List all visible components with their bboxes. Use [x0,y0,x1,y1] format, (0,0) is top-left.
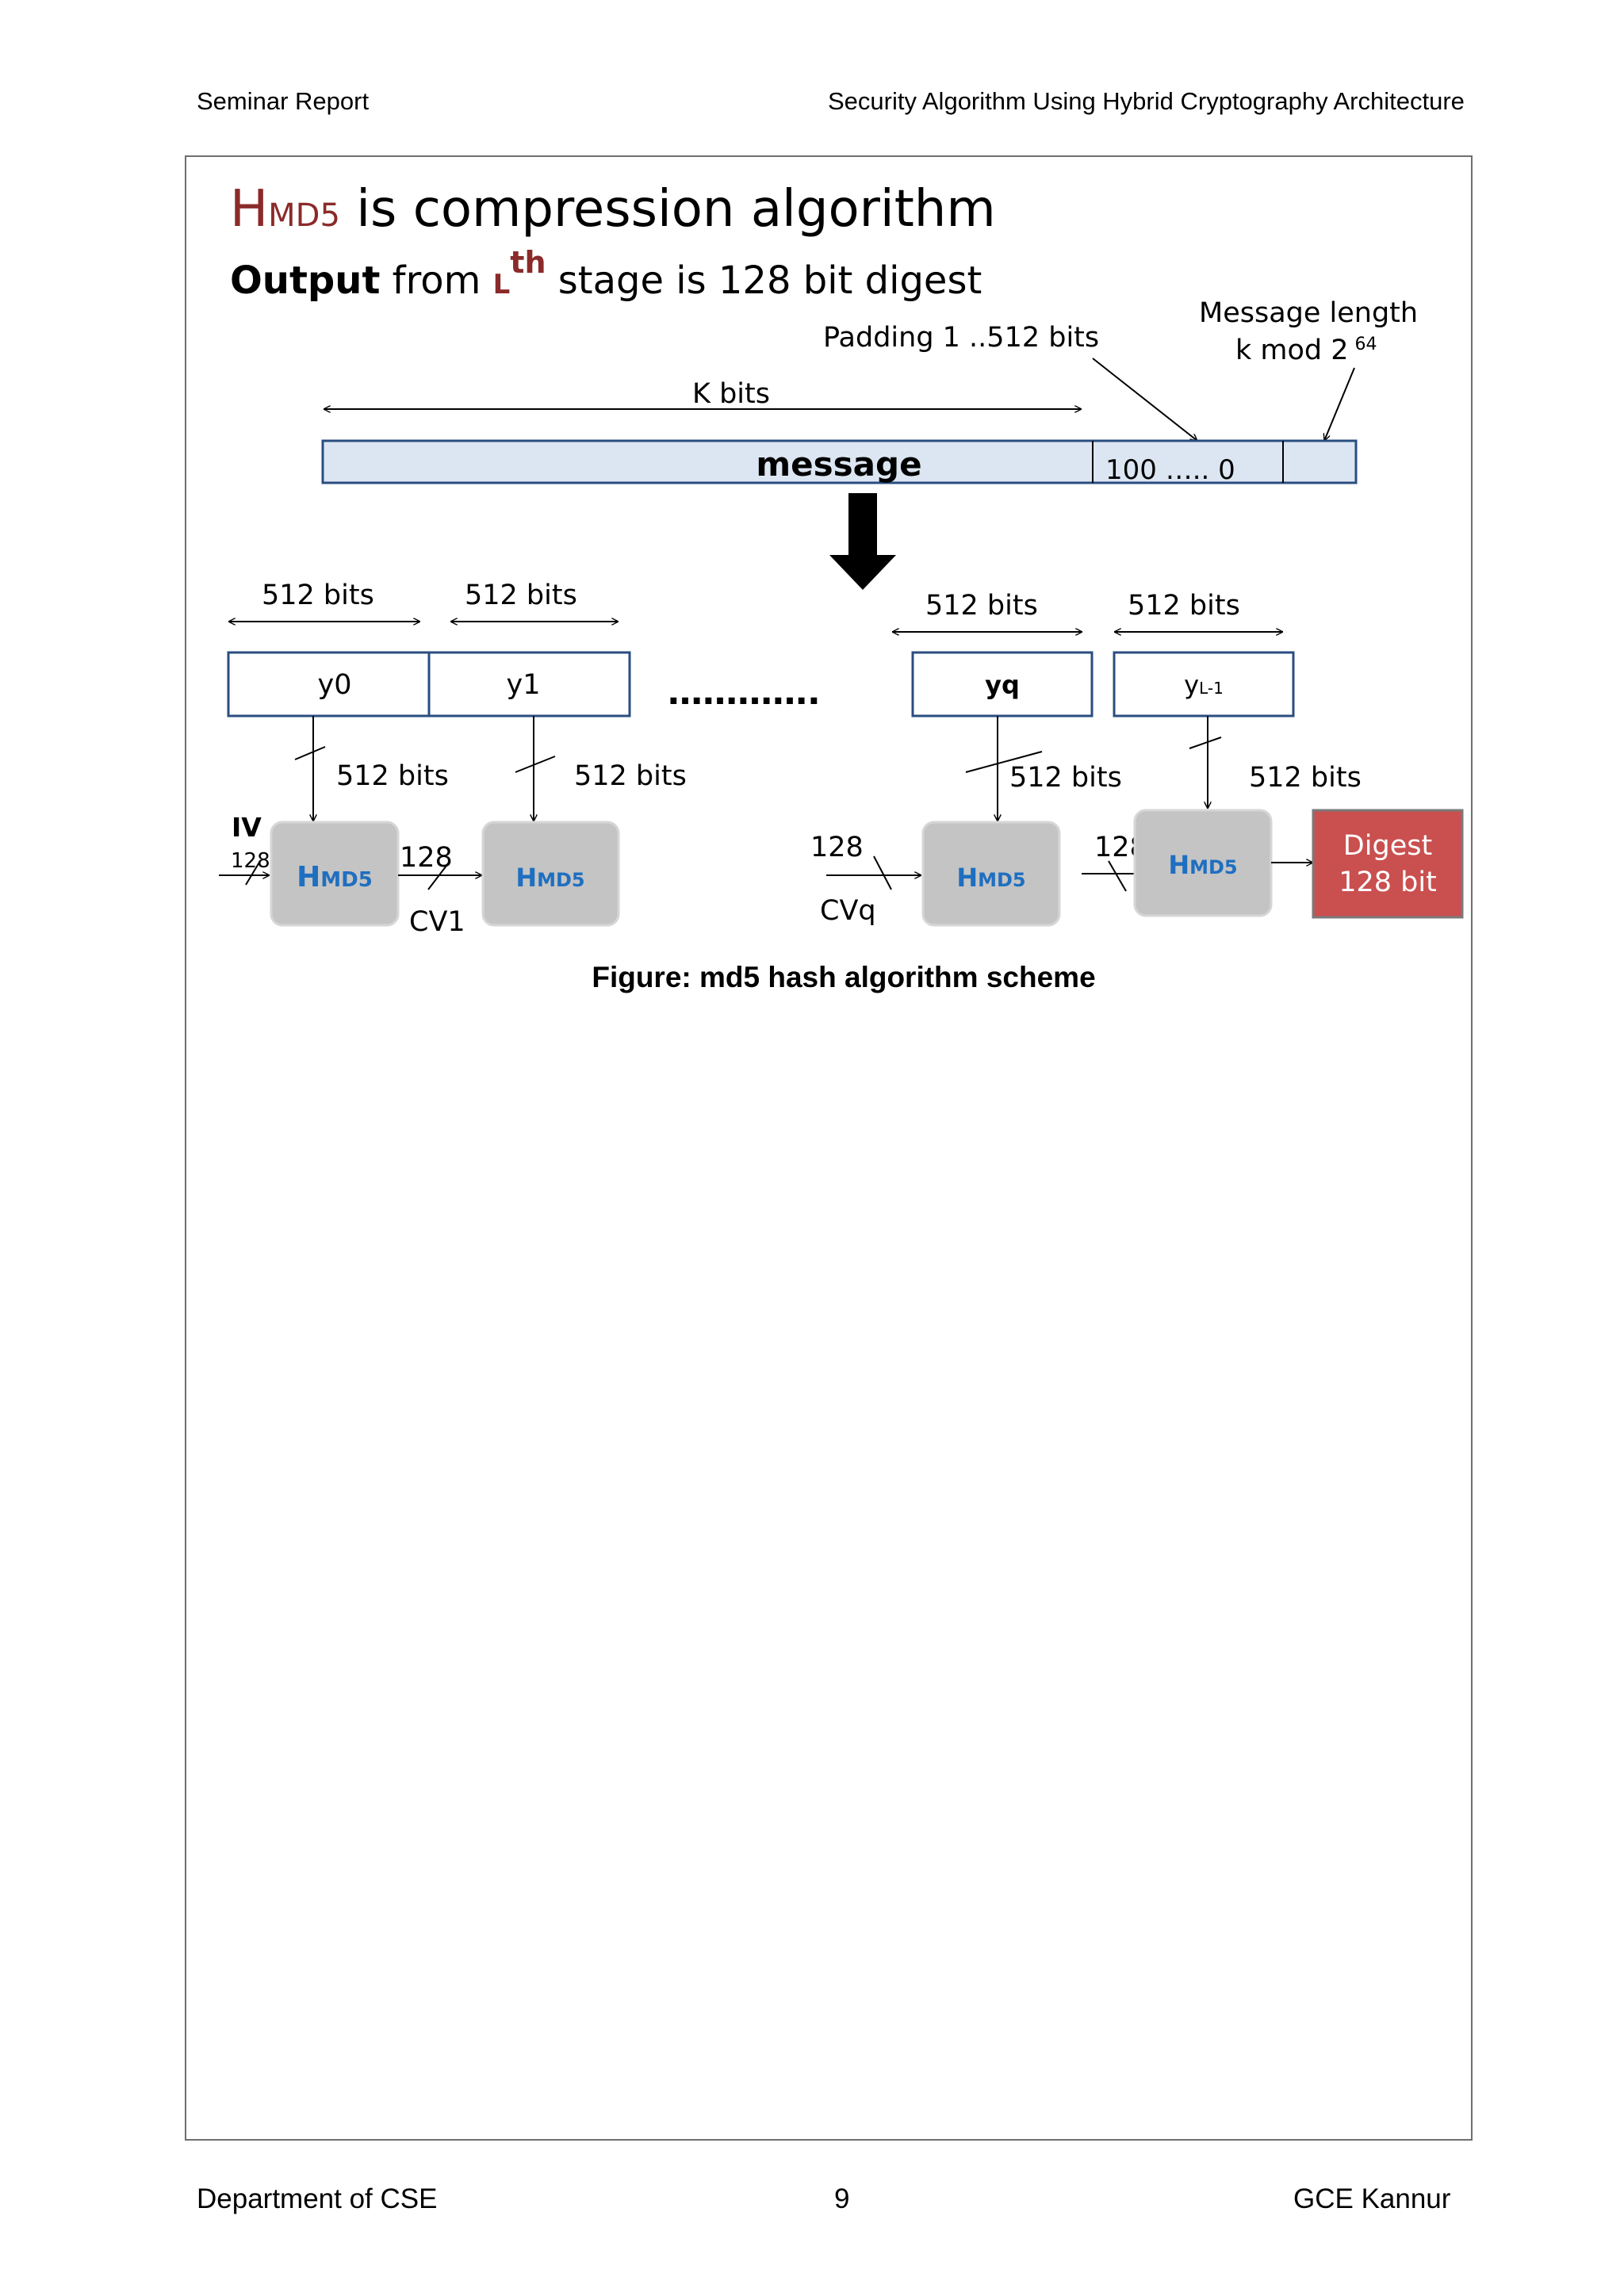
footer-page-number: 9 [834,2183,850,2214]
bits-label-y0: 512 bits [262,580,374,611]
bits-label-h4: 512 bits [1249,762,1362,794]
h3-h4-slash [1108,860,1127,892]
block-yq [911,651,1094,718]
h-box-3-label: HMD5 [956,863,1025,893]
digest-line-2: 128 bit [1339,867,1437,898]
bits-label-h2: 512 bits [574,760,687,792]
block-y1-label: y1 [507,669,541,701]
cv1-label: CV1 [409,906,465,938]
bits-label-yl: 512 bits [1128,590,1240,622]
padding-value: 100 ….. 0 [1105,454,1235,486]
bits-label-h1: 512 bits [336,760,449,792]
block-yl-label: yL-1 [1184,670,1224,700]
slash-y1 [515,756,556,773]
bits-label-yq: 512 bits [925,590,1038,622]
block-yl [1113,651,1295,718]
figure-caption: Figure: md5 hash algorithm scheme [592,961,1096,993]
h-box-2 [481,821,620,927]
bits-label-y1: 512 bits [465,580,577,611]
header-right: Security Algorithm Using Hybrid Cryptogr… [828,87,1465,115]
h-box-4-label: HMD5 [1168,850,1237,880]
iv-width: 128 [231,849,270,873]
h-box-1 [270,821,400,927]
bits-label-h3: 512 bits [1009,762,1122,794]
slash-y0 [294,746,326,760]
footer-left: Department of CSE [197,2183,438,2214]
iv-label: IV [232,812,262,843]
figure-frame [185,155,1473,2141]
digest-line-1: Digest [1343,830,1432,862]
footer-right: GCE Kannur [1293,2183,1451,2214]
length-pointer [1324,367,1355,441]
padding-label: Padding 1 ..512 bits [823,322,1099,354]
split-arrow-icon [829,493,896,590]
header-left: Seminar Report [197,87,370,115]
h-box-2-label: HMD5 [515,863,584,893]
padding-pointer [1092,358,1197,441]
block-y0-label: y0 [318,669,352,701]
message-label: message [756,445,921,484]
cvq-width: 128 [810,832,864,863]
block-yq-label: yq [985,670,1020,700]
kbits-label: K bits [692,378,770,410]
digest-box [1312,809,1464,919]
message-bar [321,439,1358,484]
slash-yq [965,751,1043,773]
figure-subtitle: Output from Lth stage is 128 bit digest [230,245,982,303]
h-box-3 [921,821,1061,927]
h-box-1-label: HMD5 [297,861,373,894]
block-y0 [227,651,431,718]
cvq-label: CVq [820,895,876,927]
cvq-slash [873,855,892,890]
figure-title: HMD5 is compression algorithm [230,180,996,239]
slash-yl [1189,737,1222,749]
h1-h2-slash [427,862,450,890]
iv-slash [245,860,261,886]
block-ellipsis: …………. [668,672,821,713]
block-y1 [427,651,631,718]
message-length-label: Message length [1199,297,1418,329]
